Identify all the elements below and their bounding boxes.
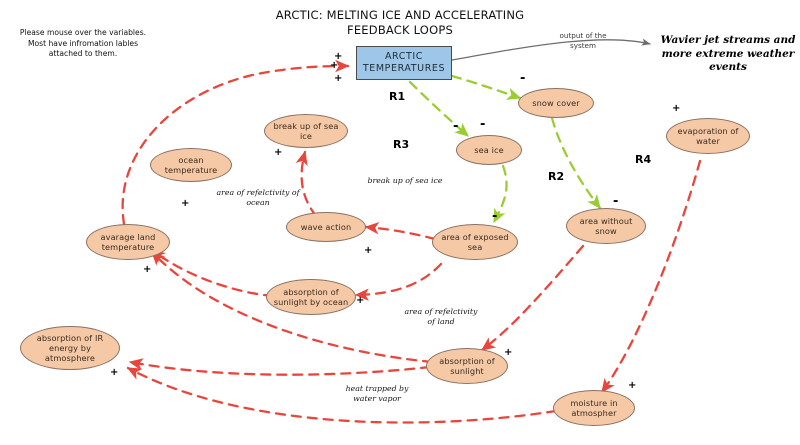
node-area-without-snow-label: area without snow xyxy=(579,216,633,236)
sign-moisture: + xyxy=(628,380,637,391)
node-arctic-temperatures-line1: ARCTIC xyxy=(384,51,424,62)
node-absorption-of-ir-energy-by-atmosphere[interactable]: absorption of IR energy by atmosphere xyxy=(20,326,120,370)
edge-label-heat-trapped-by-water-vapor: heat trapped by water vapor xyxy=(322,384,432,404)
link-area-without-snow-to-absorption-of-sunlight xyxy=(480,244,585,352)
node-snow-cover[interactable]: snow cover xyxy=(518,88,594,118)
edge-label-heat-trapped-by-water-vapor-line1: heat trapped by xyxy=(345,384,409,393)
diagram-title-line1: ARCTIC: MELTING ICE AND ACCELERATING xyxy=(275,8,525,22)
sign-absorp-sunlight: + xyxy=(504,347,513,358)
output-edge-label-line1: output of the xyxy=(559,31,607,40)
link-absorption-of-sunlight-to-absorption-of-ir xyxy=(128,358,432,376)
node-absorption-of-sunlight[interactable]: absorption of sunlight xyxy=(426,348,508,384)
loop-label-R2: R2 xyxy=(548,170,565,183)
sign-ocean-temp: + xyxy=(181,198,190,209)
edge-label-area-of-reflectivity-of-land-line1: area of refelctivity xyxy=(404,307,478,316)
node-ocean-temperature[interactable]: ocean temperature xyxy=(150,148,232,182)
sign-wave-action: + xyxy=(364,245,373,256)
output-edge-label-line2: system xyxy=(570,40,596,50)
loop-label-R4: R4 xyxy=(635,153,652,166)
sign-evaporation: + xyxy=(672,103,681,114)
loop-label-R1: R1 xyxy=(389,90,406,103)
diagram-title-line2: FEEDBACK LOOPS xyxy=(347,23,453,37)
node-sea-ice-label: sea ice xyxy=(474,145,504,155)
node-arctic-temperatures-line2: TEMPERATURES xyxy=(362,63,446,74)
node-break-up-of-sea-ice[interactable]: break up of sea ice xyxy=(264,114,348,148)
edge-label-heat-trapped-by-water-vapor-line2: water vapor xyxy=(353,394,401,403)
node-absorption-of-sunlight-by-ocean[interactable]: absorption of sunlight by ocean xyxy=(266,279,356,315)
outcome-line1: Wavier jet streams and xyxy=(660,34,796,46)
node-area-of-exposed-sea-label: area of exposed sea xyxy=(441,232,509,252)
instruction-line2: Most have infromation lables xyxy=(27,38,139,48)
node-area-without-snow[interactable]: area without snow xyxy=(566,208,646,244)
sign-absorp-ir: + xyxy=(110,367,119,378)
link-arctic-temperatures-to-sea-ice xyxy=(408,80,470,138)
node-evaporation-of-water-label: evaporation of water xyxy=(677,126,739,146)
node-absorption-of-ir-energy-by-atmosphere-label: absorption of IR energy by atmosphere xyxy=(36,333,104,363)
outcome-line2: more extreme weather xyxy=(661,47,795,60)
node-moisture-in-atmosphere-label: moisture in atmospher xyxy=(570,398,618,418)
node-average-land-temperature-label: avarage land temperature xyxy=(100,232,156,252)
outcome-line3: events xyxy=(709,61,747,73)
output-edge-label: output of the system xyxy=(535,31,631,50)
node-wave-action[interactable]: wave action xyxy=(286,212,366,242)
node-absorption-of-sunlight-label: absorption of sunlight xyxy=(439,356,495,376)
sign-area-without-snow: - xyxy=(613,194,619,209)
instruction-line1: Please mouse over the variables. xyxy=(19,28,147,37)
link-absorption-sunlight-ocean-to-avg-land-temperature xyxy=(150,248,275,298)
sign-sea-ice-b: - xyxy=(480,117,486,132)
sign-arctic-in-top: + xyxy=(334,51,343,62)
node-average-land-temperature[interactable]: avarage land temperature xyxy=(86,224,170,260)
node-arctic-temperatures[interactable]: ARCTIC TEMPERATURES xyxy=(356,46,452,80)
link-arctic-temperatures-to-snow-cover xyxy=(450,74,522,100)
node-absorption-of-sunlight-by-ocean-label: absorption of sunlight by ocean xyxy=(273,287,349,307)
node-sea-ice[interactable]: sea ice xyxy=(456,135,522,165)
link-snow-cover-to-area-without-snow xyxy=(550,116,602,210)
loop-label-R3: R3 xyxy=(393,138,410,151)
link-area-of-exposed-sea-to-wave-action xyxy=(364,221,437,241)
sign-absorp-ocean: + xyxy=(356,295,365,306)
edge-label-area-of-reflectivity-of-ocean: area of refelctivity of ocean xyxy=(196,188,320,208)
sign-snow-cover: - xyxy=(520,71,526,86)
node-snow-cover-label: snow cover xyxy=(532,98,580,108)
node-break-up-of-sea-ice-label: break up of sea ice xyxy=(273,121,339,141)
edge-label-area-of-reflectivity-of-land-line2: of land xyxy=(427,317,455,326)
sign-break-up-sea-ice: + xyxy=(274,147,283,158)
link-absorption-sunlight-ocean-to-area-of-exposed-sea xyxy=(354,262,443,301)
edge-label-break-up-of-sea-ice: break up of sea ice xyxy=(350,176,460,186)
instruction-note: Please mouse over the variables. Most ha… xyxy=(3,28,163,60)
node-area-of-exposed-sea[interactable]: area of exposed sea xyxy=(432,224,518,260)
sign-avg-land-temp: + xyxy=(143,264,152,275)
instruction-line3: attached to them. xyxy=(48,49,118,58)
sign-sea-ice-a: - xyxy=(453,119,459,134)
edge-label-area-of-reflectivity-of-ocean-line2: ocean xyxy=(246,198,270,207)
node-ocean-temperature-label: ocean temperature xyxy=(164,155,218,175)
edge-label-break-up-of-sea-ice-line1: break up of sea ice xyxy=(367,176,443,185)
sign-arctic-in-bot: + xyxy=(334,73,343,84)
node-wave-action-label: wave action xyxy=(300,222,352,232)
node-moisture-in-atmosphere[interactable]: moisture in atmospher xyxy=(553,390,635,426)
diagram-title: ARCTIC: MELTING ICE AND ACCELERATING FEE… xyxy=(255,8,545,38)
edge-label-area-of-reflectivity-of-land: area of refelctivity of land xyxy=(388,307,494,327)
sign-exposed-sea: - xyxy=(492,209,498,224)
edge-label-area-of-reflectivity-of-ocean-line1: area of refelctivity of xyxy=(216,188,300,197)
sign-arctic-in-mid: + xyxy=(330,60,339,71)
system-outcome-text: Wavier jet streams and more extreme weat… xyxy=(660,34,796,75)
node-evaporation-of-water[interactable]: evaporation of water xyxy=(666,118,750,154)
